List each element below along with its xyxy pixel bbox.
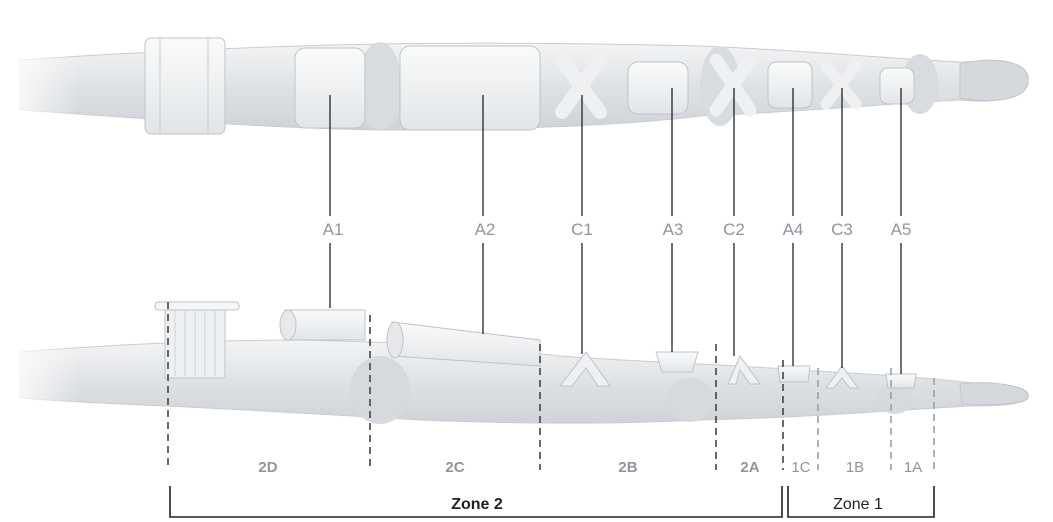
zone2-label: Zone 2 — [451, 496, 503, 513]
subzone-labels: 2D 2C 2B 2A 1C 1B 1A — [258, 459, 922, 476]
subzone-2c: 2C — [445, 459, 464, 476]
label-a2: A2 — [475, 220, 496, 239]
joint-pip-side — [666, 378, 714, 422]
pulley-a5-top — [880, 68, 914, 104]
subzone-1b: 1B — [846, 459, 864, 476]
finger-side-view — [0, 302, 1028, 424]
label-a4: A4 — [783, 220, 804, 239]
fingertip-top — [960, 60, 1028, 100]
fingertip-side — [960, 383, 1028, 405]
label-a5: A5 — [891, 220, 912, 239]
pulley-a1-side — [285, 310, 365, 340]
subzone-2d: 2D — [258, 459, 277, 476]
pulley-labels: A1 A2 C1 A3 C2 A4 C3 A5 — [323, 220, 912, 239]
subzone-1a: 1A — [904, 459, 922, 476]
label-c2: C2 — [723, 220, 745, 239]
pulley-a2-top — [400, 46, 540, 130]
joint-mcp-side — [350, 356, 410, 424]
pulley-a3-top — [628, 62, 688, 114]
subzone-2b: 2B — [618, 459, 637, 476]
zone-brackets — [170, 486, 934, 517]
label-a3: A3 — [663, 220, 684, 239]
pulley-a3-side — [656, 352, 698, 372]
finger-top-view — [0, 38, 1028, 140]
label-a1: A1 — [323, 220, 344, 239]
palmar-plate — [145, 38, 225, 134]
label-c3: C3 — [831, 220, 853, 239]
label-c1: C1 — [571, 220, 593, 239]
zone1-label: Zone 1 — [833, 496, 883, 513]
subzone-1c: 1C — [791, 459, 810, 476]
pulley-a4-top — [768, 62, 812, 108]
subzone-2a: 2A — [740, 459, 759, 476]
